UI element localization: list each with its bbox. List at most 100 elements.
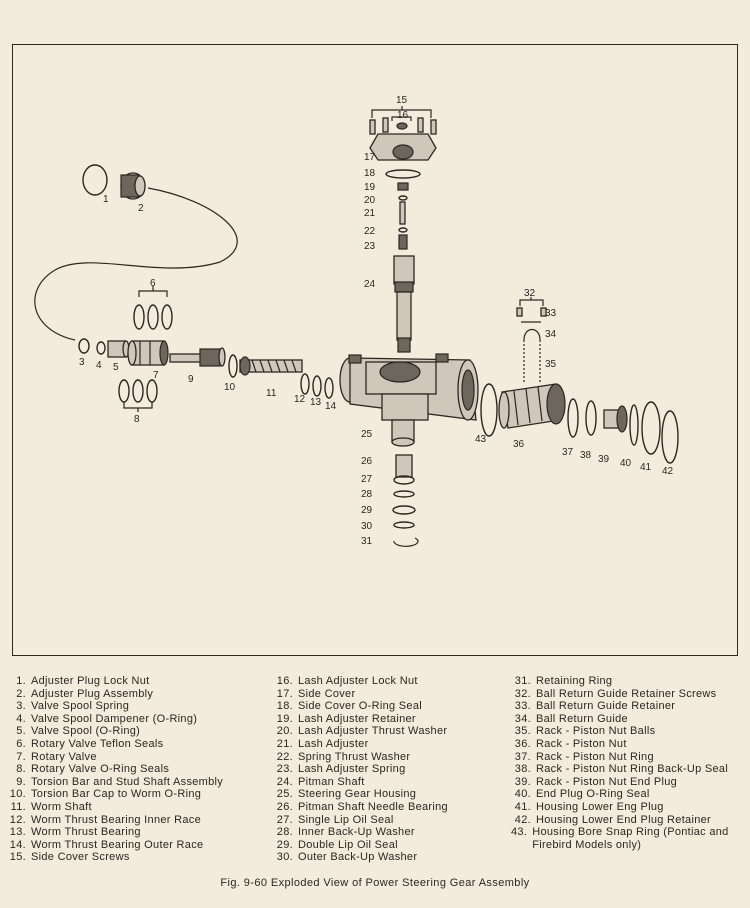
callout-21: 21 <box>364 208 376 219</box>
legend-item: 22.Spring Thrust Washer <box>276 750 411 763</box>
legend-item: 20.Lash Adjuster Thrust Washer <box>276 725 448 738</box>
legend-item: 33.Ball Return Guide Retainer <box>514 700 676 713</box>
teflon-seal-a <box>133 304 145 330</box>
legend-item: 27.Single Lip Oil Seal <box>276 813 394 826</box>
legend-item: 19.Lash Adjuster Retainer <box>276 712 416 725</box>
callout-43: 43 <box>475 434 487 445</box>
housing-lower-end-plug-retainer <box>661 410 679 464</box>
callout-41: 41 <box>640 462 652 473</box>
callout-22: 22 <box>364 226 376 237</box>
adjuster-plug-assembly <box>120 172 146 200</box>
ball-return-guide-retainer-screws <box>516 307 547 317</box>
callout-4: 4 <box>96 360 102 371</box>
legend-item: 29.Double Lip Oil Seal <box>276 838 398 851</box>
double-lip-oil-seal <box>392 505 416 515</box>
side-cover <box>369 133 437 161</box>
side-cover-screws <box>369 117 437 135</box>
callout-30: 30 <box>361 521 373 532</box>
callout-5: 5 <box>113 362 119 373</box>
rack-piston-nut-ring <box>567 398 579 438</box>
rotary-o-ring-b <box>132 379 144 403</box>
legend-item: 3.Valve Spool Spring <box>16 700 130 713</box>
thrust-bearing <box>312 375 322 397</box>
legend-item: 1.Adjuster Plug Lock Nut <box>16 675 150 687</box>
legend-item: 38.Rack - Piston Nut Ring Back-Up Seal <box>514 763 729 776</box>
legend-item: 35.Rack - Piston Nut Balls <box>514 725 656 738</box>
lash-adjuster <box>399 201 406 225</box>
callout-34: 34 <box>545 329 557 340</box>
legend-item: 31.Retaining Ring <box>514 675 613 687</box>
pitman-shaft <box>393 255 415 353</box>
adjuster-plug-lock-nut <box>82 164 108 196</box>
teflon-seal-c <box>161 304 173 330</box>
side-cover-o-ring <box>385 169 421 179</box>
torsion-bar-stud-shaft <box>169 347 226 367</box>
legend-item: 41.Housing Lower Eng Plug <box>514 800 664 813</box>
legend-item: 24.Pitman Shaft <box>276 775 365 788</box>
figure-caption: Fig. 9-60 Exploded View of Power Steerin… <box>220 877 530 889</box>
callout-28: 28 <box>361 489 373 500</box>
lash-adjuster-spring <box>398 234 408 250</box>
legend-item: 40.End Plug O-Ring Seal <box>514 788 650 801</box>
valve-spool-spring <box>78 338 90 354</box>
lash-adjuster-lock-nut <box>396 122 408 130</box>
callout-12: 12 <box>294 394 306 405</box>
valve-spool-dampener <box>96 341 106 355</box>
callout-40: 40 <box>620 458 632 469</box>
legend-column-3: 31.Retaining Ring 32.Ball Return Guide R… <box>511 675 747 851</box>
callout-16: 16 <box>397 110 409 121</box>
legend-item: 4.Valve Spool Dampener (O-Ring) <box>16 712 198 725</box>
callout-15: 15 <box>396 95 408 106</box>
legend-item: 14.Worm Thrust Bearing Outer Race <box>9 838 204 851</box>
legend-item: 10.Torsion Bar Cap to Worm O-Ring <box>9 788 202 801</box>
spring-wire-line <box>34 187 238 341</box>
lash-adjuster-retainer <box>397 182 409 191</box>
callout-36: 36 <box>513 439 525 450</box>
retaining-ring <box>393 537 419 547</box>
callout-29: 29 <box>361 505 373 516</box>
torsion-bar-o-ring <box>228 354 238 378</box>
legend-item: 25.Steering Gear Housing <box>276 788 417 801</box>
legend-item: 26.Pitman Shaft Needle Bearing <box>276 800 448 813</box>
legend-item: 37.Rack - Piston Nut Ring <box>514 750 654 763</box>
callout-9: 9 <box>188 374 194 385</box>
valve-spool <box>107 340 130 358</box>
callout-27: 27 <box>361 474 373 485</box>
legend-item: 30.Outer Back-Up Washer <box>276 851 418 864</box>
legend-item: 2.Adjuster Plug Assembly <box>16 687 154 700</box>
legend-item: 15.Side Cover Screws <box>9 851 130 864</box>
callout-10: 10 <box>224 382 236 393</box>
callout-1: 1 <box>103 194 109 205</box>
legend-item: 8.Rotary Valve O-Ring Seals <box>16 763 170 776</box>
housing-lower-end-plug <box>641 401 661 455</box>
callout-33: 33 <box>545 308 557 319</box>
callout-26: 26 <box>361 456 373 467</box>
legend-item: 7.Rotary Valve <box>16 750 97 763</box>
legend-column-2: 16.Lash Adjuster Lock Nut 17.Side Cover … <box>273 675 513 864</box>
legend-item: 17.Side Cover <box>276 687 356 700</box>
legend-item: 42.Housing Lower End Plug Retainer <box>514 813 712 826</box>
callout-20: 20 <box>364 195 376 206</box>
callout-35: 35 <box>545 359 557 370</box>
end-plug-o-ring-seal <box>629 404 639 446</box>
callout-11: 11 <box>266 388 277 399</box>
rotary-valve <box>127 340 169 366</box>
legend-item: 11.Worm Shaft <box>10 800 92 813</box>
housing-bore-snap-ring <box>480 383 498 437</box>
callout-37: 37 <box>562 447 574 458</box>
callout-6: 6 <box>150 278 156 289</box>
rotary-o-ring-a <box>118 379 130 403</box>
screws-bracket <box>371 106 432 118</box>
rack-piston-nut-balls <box>523 340 541 382</box>
legend-item: 12.Worm Thrust Bearing Inner Race <box>9 813 201 826</box>
callout-3: 3 <box>79 357 85 368</box>
rack-piston-nut-ring-back-up-seal <box>585 400 597 436</box>
ball-return-guide <box>523 328 541 341</box>
legend-item: 36.Rack - Piston Nut <box>514 737 627 750</box>
rack-piston-nut <box>498 383 566 429</box>
diagram-frame <box>12 44 738 656</box>
pitman-needle-bearing <box>395 454 413 478</box>
legend-column-1: 1.Adjuster Plug Lock Nut 2.Adjuster Plug… <box>6 675 276 864</box>
legend-item: 21.Lash Adjuster <box>276 737 369 750</box>
callout-25: 25 <box>361 429 373 440</box>
